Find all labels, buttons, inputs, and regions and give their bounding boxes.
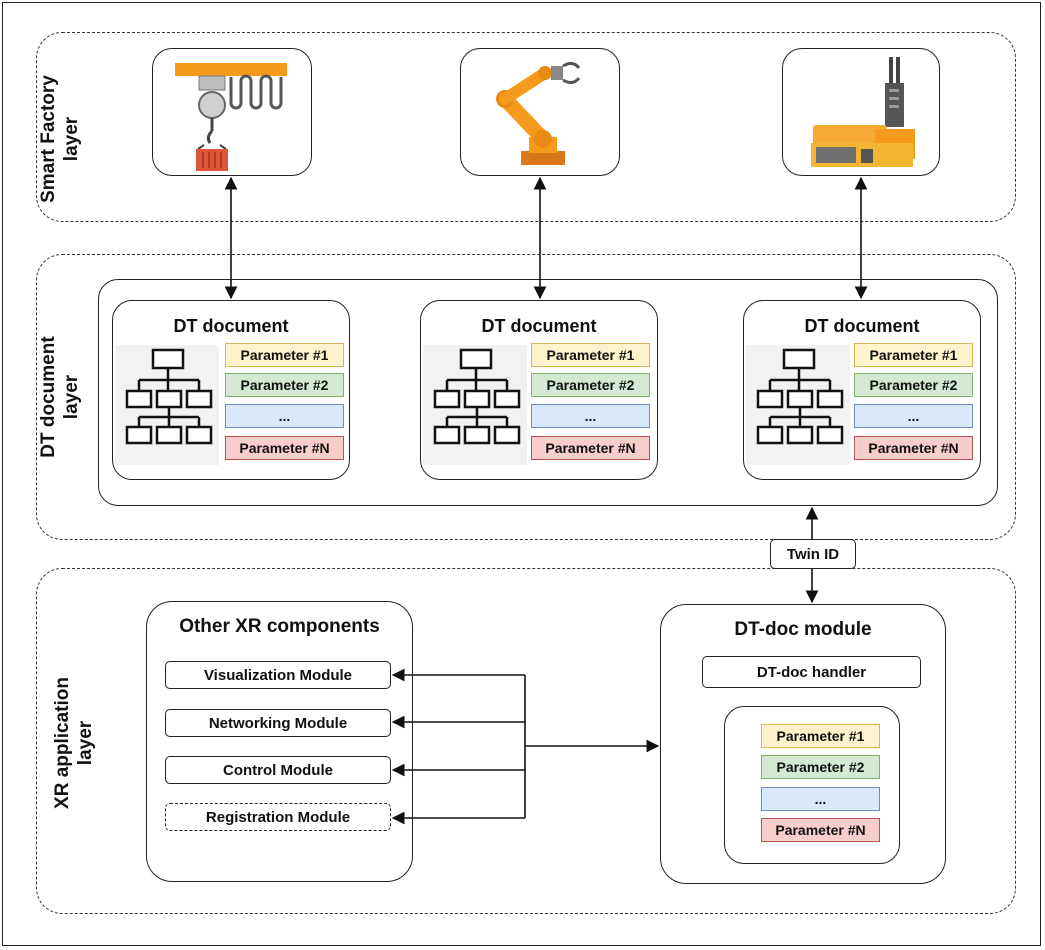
hierarchy-tree-icon bbox=[756, 348, 844, 445]
dt-document-title: DT document bbox=[173, 316, 289, 336]
networking-module: Networking Module bbox=[165, 709, 391, 737]
parameter-n: Parameter #N bbox=[854, 436, 973, 460]
smart-factory-layer bbox=[36, 32, 1016, 222]
agv-device-box bbox=[782, 48, 940, 176]
dt-document-1: DT document Parameter #1 Parameter #2 ..… bbox=[112, 300, 350, 480]
parameter-n: Parameter #N bbox=[225, 436, 344, 460]
parameter-1: Parameter #1 bbox=[531, 343, 650, 367]
parameter-ellipsis: ... bbox=[225, 404, 344, 428]
parameter-1: Parameter #1 bbox=[854, 343, 973, 367]
crane-device-box bbox=[152, 48, 312, 176]
dt-document-layer bbox=[36, 254, 1016, 540]
dt-document-3: DT document Parameter #1 Parameter #2 ..… bbox=[743, 300, 981, 480]
twin-id-label: Twin ID bbox=[770, 539, 856, 569]
dt-doc-parameter-ellipsis: ... bbox=[761, 787, 880, 811]
robot-arm-icon bbox=[496, 61, 581, 165]
dt-document-title: DT document bbox=[481, 316, 597, 336]
robot-arm-device-box bbox=[460, 48, 620, 176]
parameter-ellipsis: ... bbox=[531, 404, 650, 428]
agv-robot-icon bbox=[811, 57, 915, 167]
parameter-2: Parameter #2 bbox=[531, 373, 650, 397]
parameter-ellipsis: ... bbox=[854, 404, 973, 428]
other-xr-components-title: Other XR components bbox=[179, 616, 380, 637]
dt-document-title: DT document bbox=[804, 316, 920, 336]
parameter-1: Parameter #1 bbox=[225, 343, 344, 367]
parameter-2: Parameter #2 bbox=[854, 373, 973, 397]
crane-icon bbox=[175, 63, 287, 171]
dt-doc-parameter-1: Parameter #1 bbox=[761, 724, 880, 748]
dt-doc-parameter-n: Parameter #N bbox=[761, 818, 880, 842]
parameter-2: Parameter #2 bbox=[225, 373, 344, 397]
dt-doc-module-title: DT-doc module bbox=[734, 619, 872, 640]
control-module: Control Module bbox=[165, 756, 391, 784]
dt-doc-handler: DT-doc handler bbox=[702, 656, 921, 688]
parameter-n: Parameter #N bbox=[531, 436, 650, 460]
dt-document-2: DT document Parameter #1 Parameter #2 ..… bbox=[420, 300, 658, 480]
hierarchy-tree-icon bbox=[125, 348, 213, 445]
registration-module: Registration Module bbox=[165, 803, 391, 831]
other-xr-components-box: Other XR components bbox=[146, 601, 413, 882]
hierarchy-tree-icon bbox=[433, 348, 521, 445]
xr-application-layer bbox=[36, 568, 1016, 914]
visualization-module: Visualization Module bbox=[165, 661, 391, 689]
dt-doc-parameter-2: Parameter #2 bbox=[761, 755, 880, 779]
